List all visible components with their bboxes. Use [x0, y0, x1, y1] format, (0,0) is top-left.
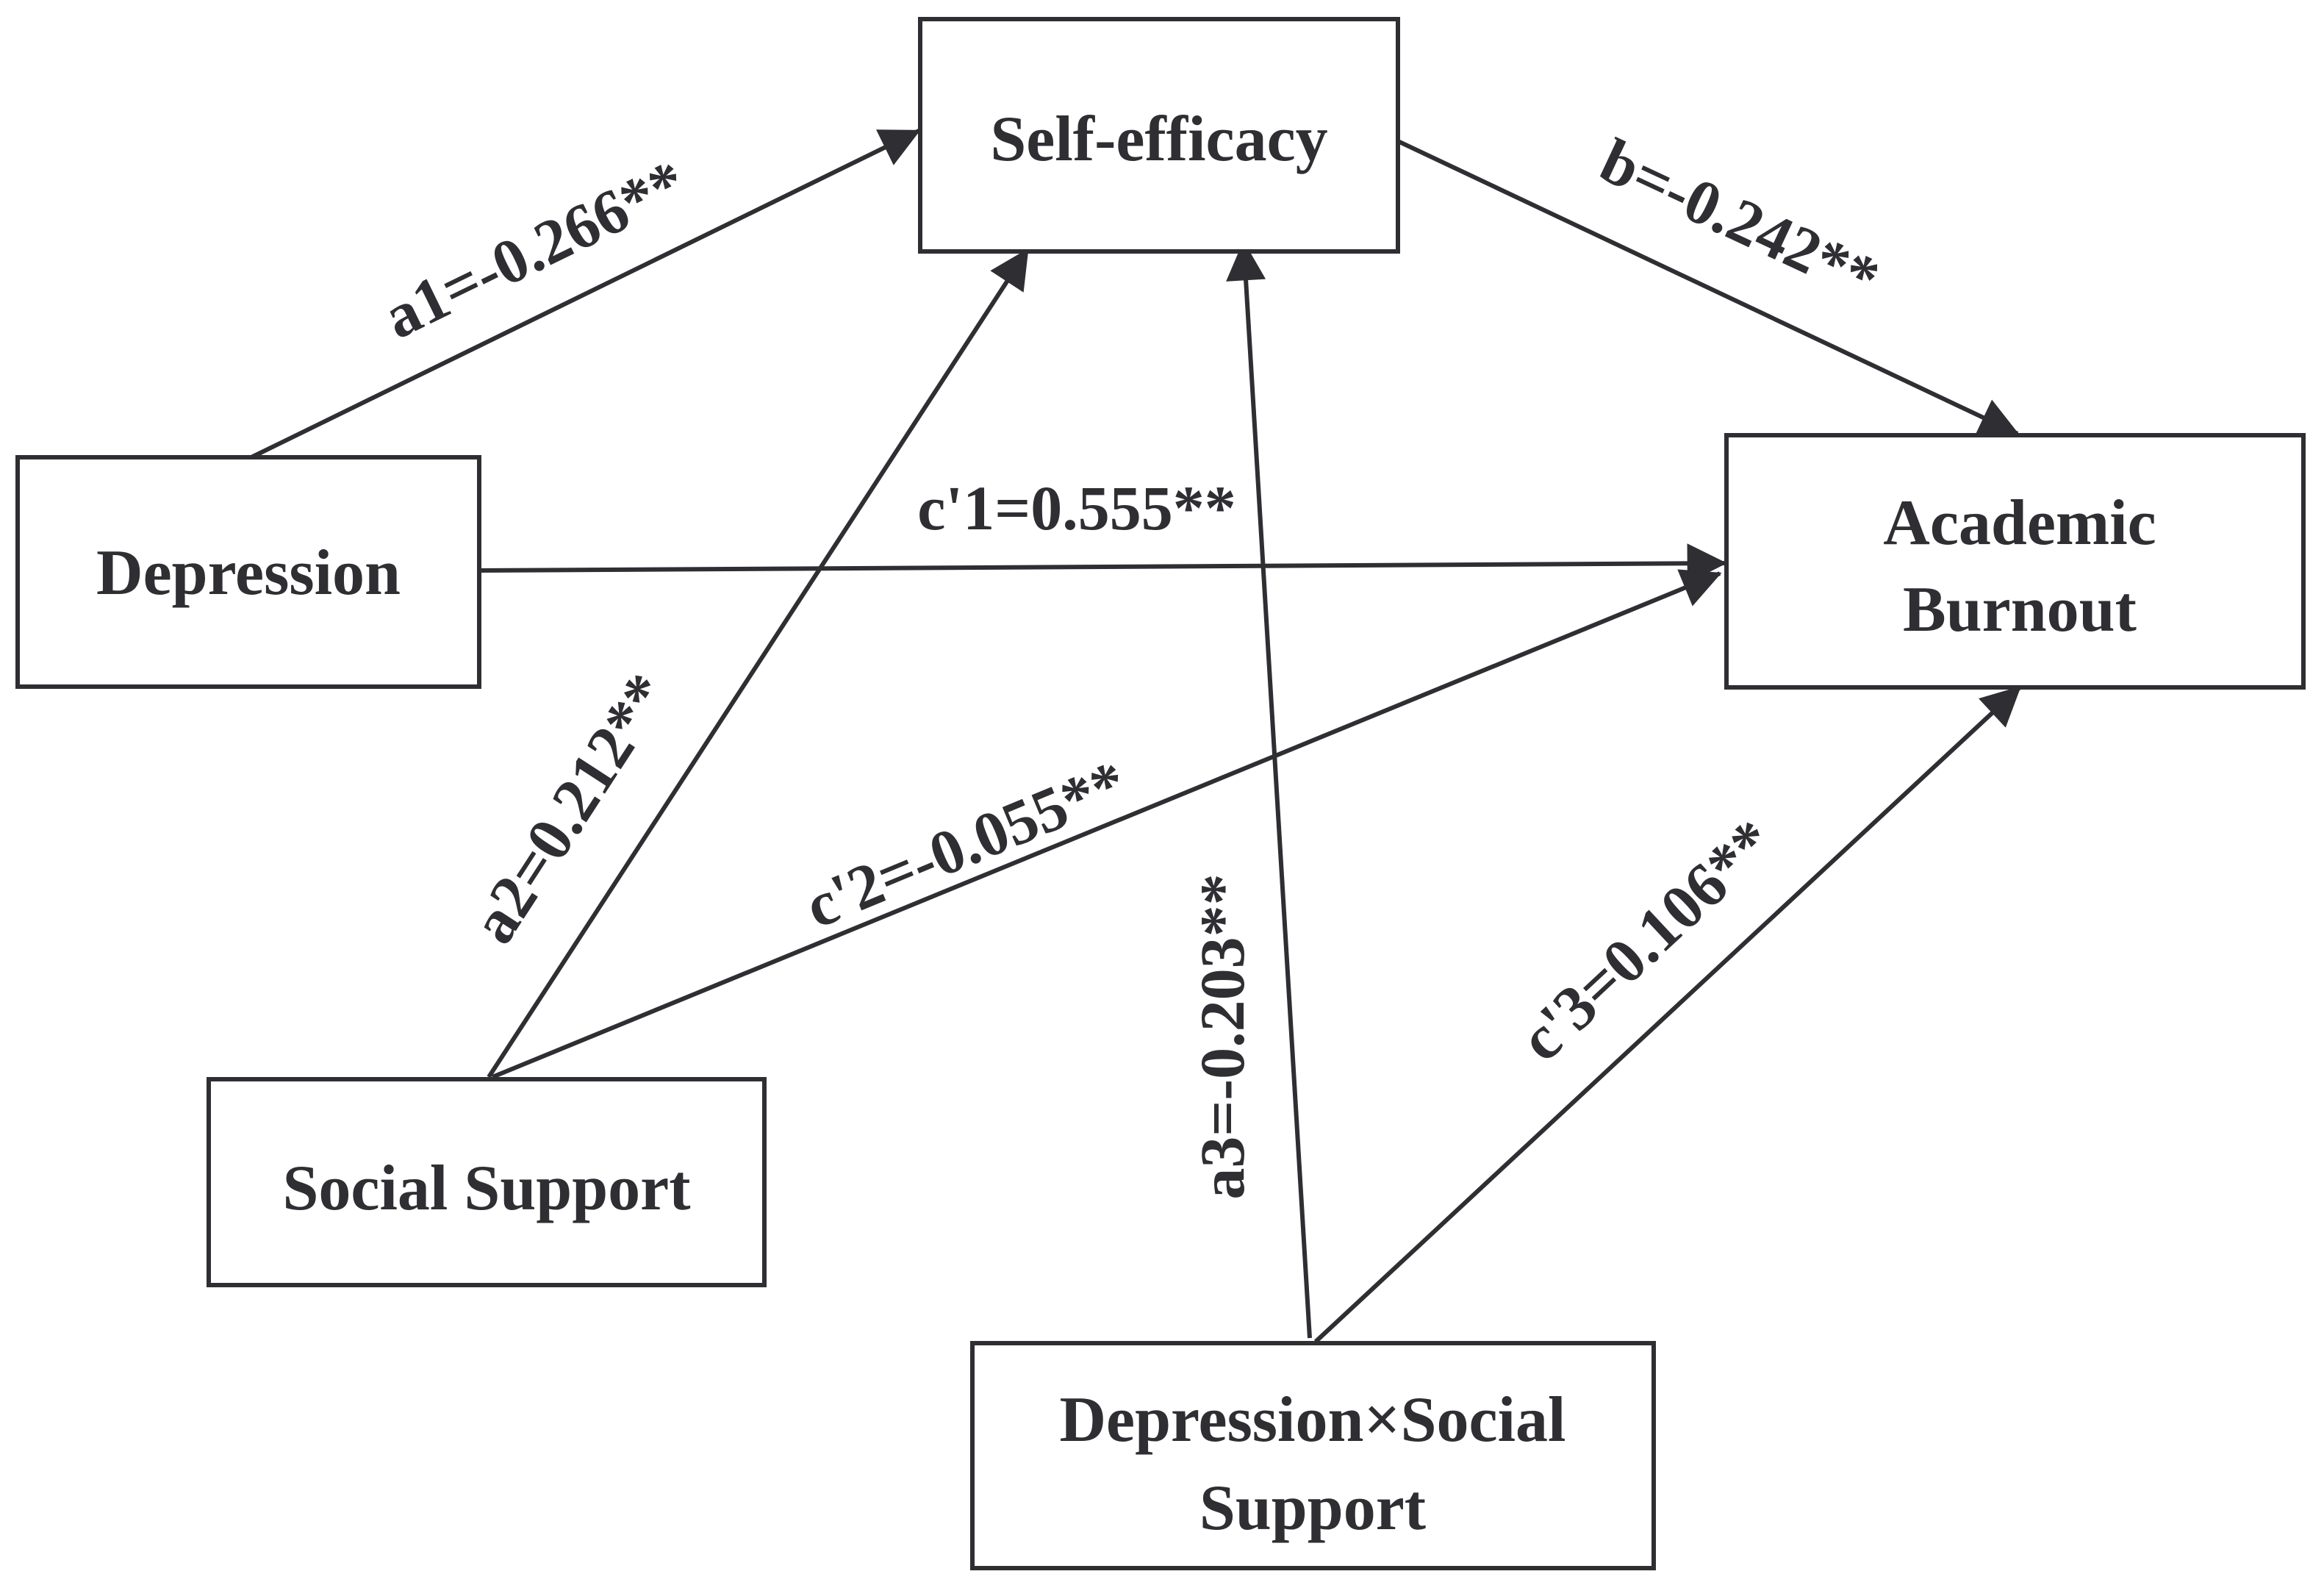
edge-c2-social-support-to-burnout [491, 569, 1722, 1079]
node-box-interaction [970, 1341, 1656, 1570]
node-interaction: Depression×Social Support [970, 1341, 1656, 1570]
node-label-social-support: Social Support [282, 1153, 690, 1224]
edge-a1-depression-to-self-efficacy [250, 129, 921, 459]
edge-label-a2: a2=0.212** [458, 661, 683, 955]
node-label-academic-burnout-line2: Burnout [1903, 574, 2137, 645]
edge-c3-interaction-to-burnout [1313, 685, 2022, 1344]
node-label-interaction-line2: Support [1199, 1473, 1426, 1544]
edges [250, 129, 2022, 1344]
node-label-academic-burnout-line1: Academic [1883, 487, 2156, 559]
node-label-depression: Depression [96, 537, 401, 609]
edge-a2-social-support-to-self-efficacy [487, 248, 1030, 1078]
edge-label-c1: c'1=0.555** [917, 473, 1236, 543]
node-box-self-efficacy [918, 17, 1400, 254]
node-depression: Depression [15, 455, 481, 689]
node-box-social-support [207, 1077, 767, 1287]
node-box-depression [15, 455, 481, 689]
node-label-interaction-line1: Depression×Social [1059, 1384, 1566, 1456]
edge-label-a3: a3=-0.203** [1187, 873, 1258, 1199]
edge-label-b: b=-0.242** [1590, 125, 1890, 315]
edge-c1-depression-to-burnout [477, 543, 1727, 584]
edge-a3-interaction-to-self-efficacy [1226, 240, 1312, 1339]
edge-b-self-efficacy-to-burnout [1396, 139, 2020, 436]
edge-label-c2: c'2=-0.055** [795, 746, 1136, 942]
node-box-academic-burnout [1724, 433, 2306, 690]
node-social-support: Social Support [207, 1077, 767, 1287]
node-academic-burnout: Academic Burnout [1724, 433, 2306, 690]
node-self-efficacy: Self-efficacy [918, 17, 1400, 254]
edge-label-a1: a1=-0.266** [373, 146, 696, 353]
node-label-self-efficacy: Self-efficacy [990, 104, 1327, 175]
